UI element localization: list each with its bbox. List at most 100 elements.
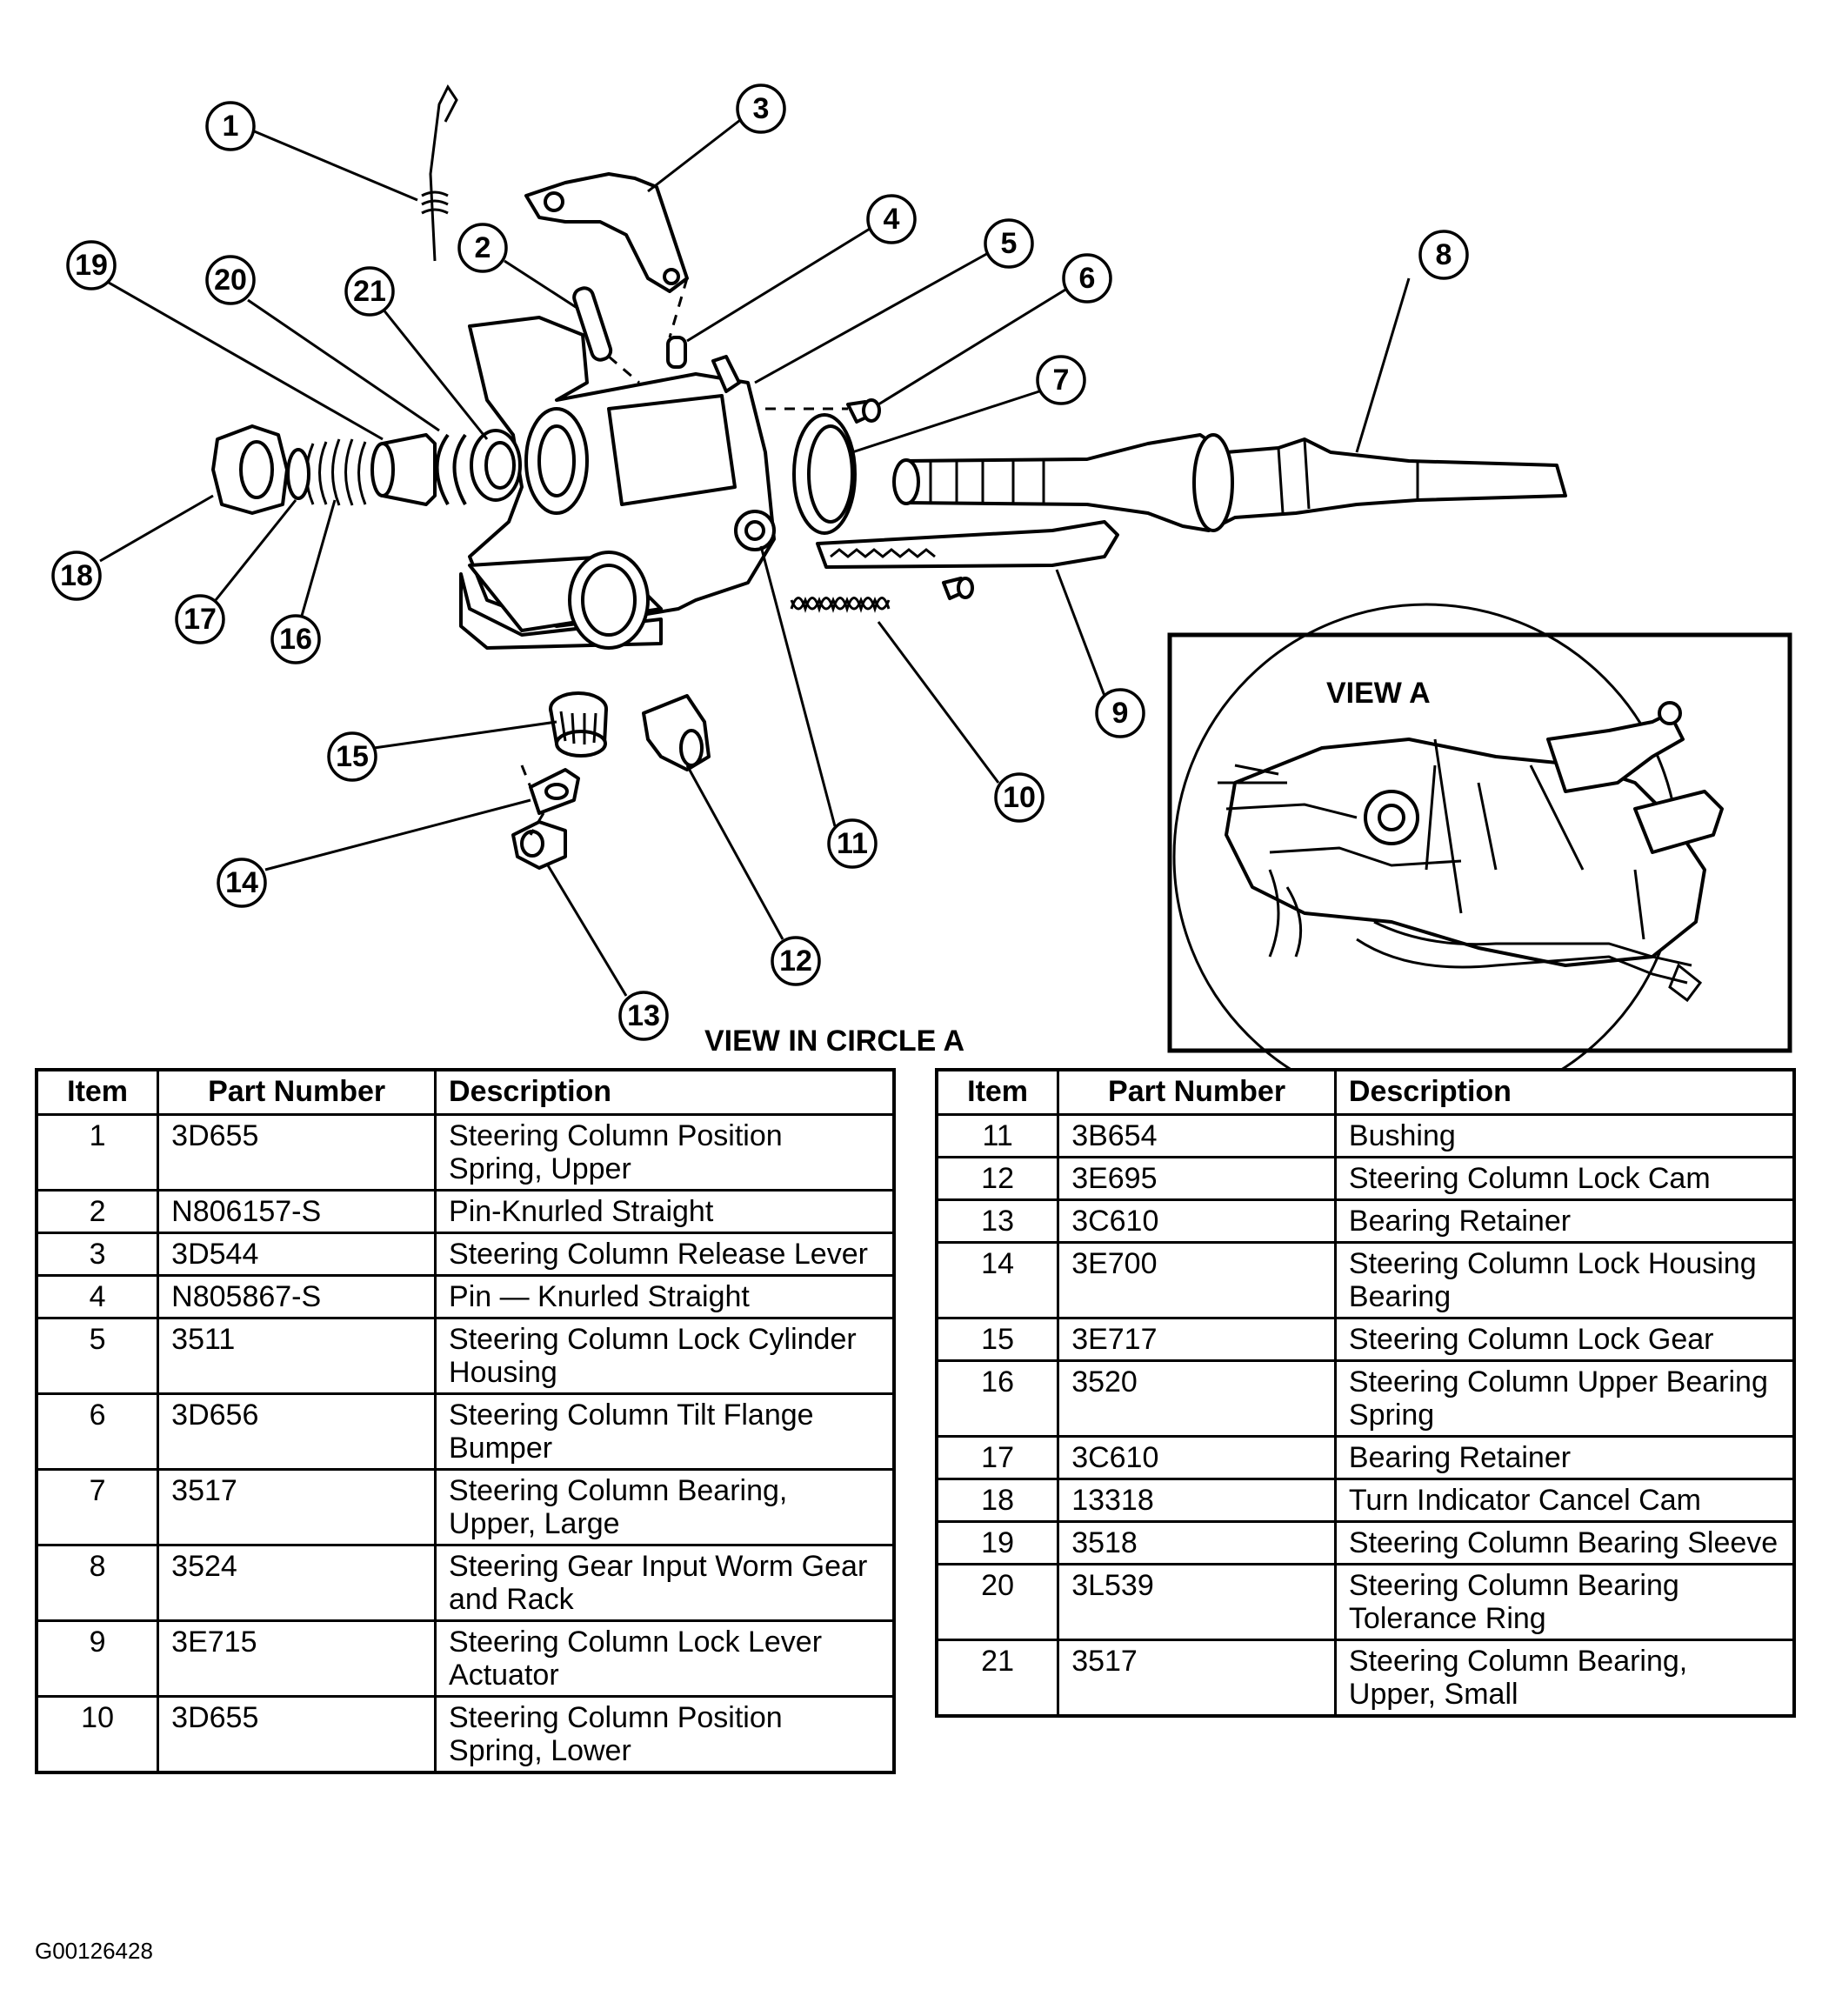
cell-description: Steering Column Position Spring, Upper: [434, 1113, 896, 1192]
cell-description: Steering Column Bearing, Upper, Small: [1333, 1639, 1796, 1718]
svg-text:20: 20: [214, 264, 247, 297]
cell-description: Steering Column Tilt Flange Bumper: [434, 1392, 896, 1471]
cell-item: 9: [35, 1619, 160, 1698]
cell-part-number: 3B654: [1057, 1113, 1337, 1158]
callout-20: 20: [205, 255, 256, 305]
part-12-lock-cam: [642, 694, 711, 771]
cell-description: Steering Column Lock Housing Bearing: [1333, 1241, 1796, 1319]
cell-item: 4: [35, 1274, 160, 1319]
part-18-cancel-cam: [211, 424, 289, 515]
callout-10: 10: [994, 772, 1044, 823]
svg-text:8: 8: [1436, 238, 1452, 271]
callout-6: 6: [1062, 253, 1112, 304]
part-8-input-shaft: [892, 433, 1567, 532]
cell-part-number: 3D655: [157, 1695, 437, 1774]
cell-part-number: 3E700: [1057, 1241, 1337, 1319]
callout-12: 12: [771, 936, 821, 986]
part-14-lock-housing-bearing: [529, 768, 580, 815]
svg-text:14: 14: [225, 866, 258, 899]
cell-description: Bearing Retainer: [1333, 1198, 1796, 1244]
svg-text:17: 17: [184, 603, 217, 636]
cell-item: 2: [35, 1189, 160, 1234]
callout-19: 19: [66, 240, 117, 290]
cell-part-number: 3D656: [157, 1392, 437, 1471]
header-description: Description: [1333, 1068, 1796, 1116]
cell-part-number: 3D655: [157, 1113, 437, 1192]
callout-15: 15: [327, 731, 377, 782]
cell-part-number: 3520: [1057, 1359, 1337, 1438]
callout-7: 7: [1036, 355, 1086, 405]
cell-item: 3: [35, 1232, 160, 1277]
exploded-diagram: 1 2 3 4 5 6 7 8 9 10 11 12 13 14 15 16 1…: [51, 83, 1792, 1070]
cell-part-number: 3524: [157, 1544, 437, 1622]
svg-text:13: 13: [627, 999, 660, 1032]
callout-14: 14: [217, 858, 267, 908]
svg-text:18: 18: [60, 559, 93, 592]
header-item: Item: [35, 1068, 160, 1116]
cell-item: 14: [935, 1241, 1060, 1319]
cell-part-number: 3C610: [1057, 1435, 1337, 1480]
svg-text:19: 19: [75, 249, 108, 282]
table-header-row: Item Part Number Description: [935, 1068, 1796, 1116]
callout-18: 18: [51, 551, 102, 601]
header-item: Item: [935, 1068, 1060, 1116]
cell-item: 15: [935, 1317, 1060, 1362]
cell-part-number: N806157-S: [157, 1189, 437, 1234]
cell-description: Pin-Knurled Straight: [434, 1189, 896, 1234]
cell-item: 16: [935, 1359, 1060, 1438]
cell-part-number: 3E717: [1057, 1317, 1337, 1362]
part-6-bumper: [846, 398, 881, 424]
part-15-lock-gear: [549, 691, 608, 758]
header-description: Description: [434, 1068, 896, 1116]
header-part-number: Part Number: [157, 1068, 437, 1116]
callout-3: 3: [736, 83, 786, 134]
part-5-lock-cylinder-housing: [459, 316, 776, 650]
svg-text:2: 2: [475, 231, 491, 264]
svg-text:3: 3: [753, 92, 770, 125]
cell-part-number: 3518: [1057, 1520, 1337, 1565]
leader-lines: [99, 116, 1411, 997]
cell-item: 11: [935, 1113, 1060, 1158]
cell-item: 8: [35, 1544, 160, 1622]
cell-description: Bearing Retainer: [1333, 1435, 1796, 1480]
cell-item: 21: [935, 1639, 1060, 1718]
cell-part-number: 3517: [1057, 1639, 1337, 1718]
cell-part-number: 3D544: [157, 1232, 437, 1277]
svg-text:15: 15: [336, 740, 369, 773]
cell-item: 6: [35, 1392, 160, 1471]
part-16-bearing-spring: [305, 438, 367, 506]
part-13-bearing-retainer: [511, 820, 567, 870]
svg-text:6: 6: [1079, 262, 1096, 295]
cell-item: 7: [35, 1468, 160, 1546]
callout-9: 9: [1095, 688, 1145, 738]
callout-4: 4: [866, 194, 917, 244]
cell-description: Steering Column Upper Bearing Spring: [1333, 1359, 1796, 1438]
cell-part-number: 3E695: [1057, 1156, 1337, 1201]
svg-text:10: 10: [1003, 781, 1036, 814]
part-1-spring-upper: [421, 84, 458, 262]
cell-description: Bushing: [1333, 1113, 1796, 1158]
part-3-release-lever: [524, 172, 689, 293]
part-2-pin: [572, 286, 613, 362]
svg-text:12: 12: [779, 945, 812, 978]
svg-text:4: 4: [884, 203, 900, 236]
cell-item: 19: [935, 1520, 1060, 1565]
cell-part-number: N805867-S: [157, 1274, 437, 1319]
svg-text:11: 11: [837, 827, 868, 860]
cell-item: 12: [935, 1156, 1060, 1201]
svg-text:5: 5: [1001, 227, 1018, 260]
